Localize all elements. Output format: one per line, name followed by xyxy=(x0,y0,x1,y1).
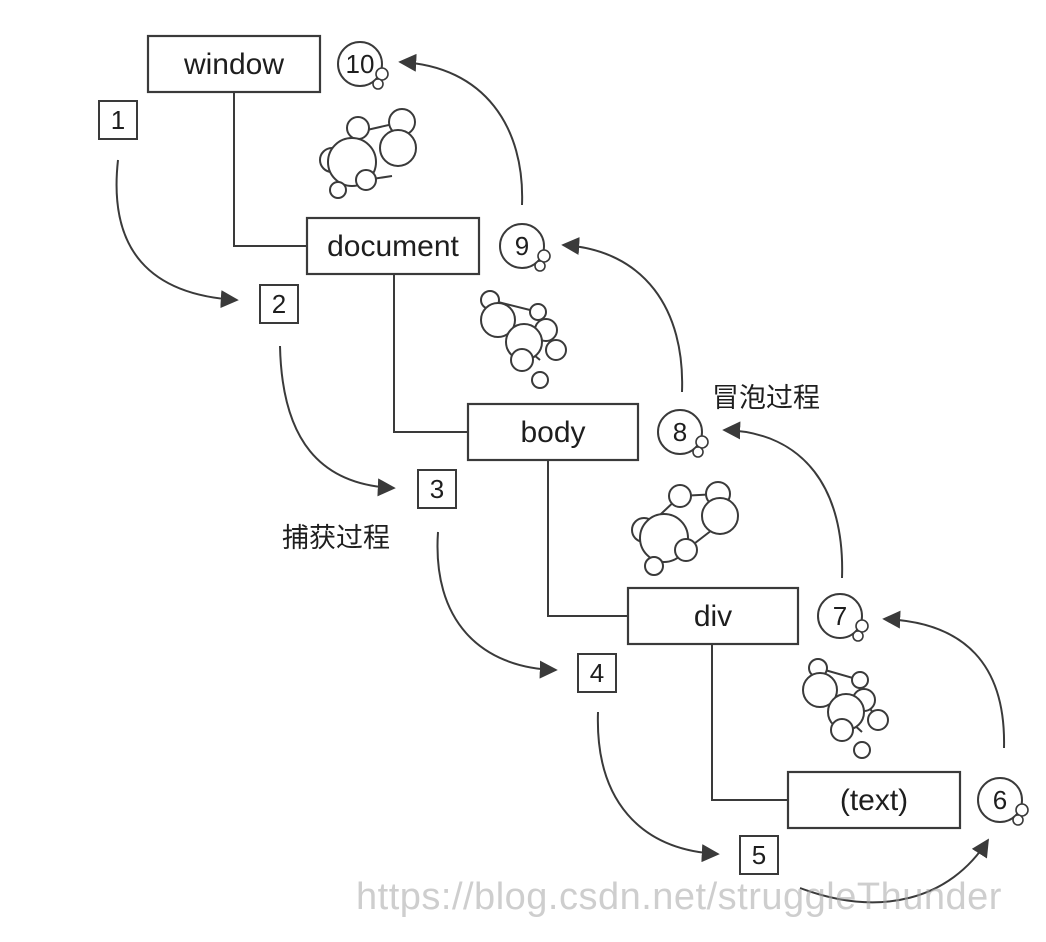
bubble-phase-label: 冒泡过程 xyxy=(712,383,820,414)
svg-text:8: 8 xyxy=(673,417,687,447)
capture-step-3: 3 xyxy=(417,469,457,509)
bubble-arrow-6-7 xyxy=(882,610,1006,749)
svg-text:1: 1 xyxy=(111,105,125,135)
bubble-cluster xyxy=(319,108,417,199)
svg-text:3: 3 xyxy=(430,474,444,504)
bubble-arrow-8-9 xyxy=(561,237,684,393)
bubble-arrow-7-8 xyxy=(722,421,844,579)
bubble-step-6: 6 xyxy=(977,777,1029,826)
bubble-step-7: 7 xyxy=(817,593,869,642)
bubble-cluster xyxy=(480,290,567,389)
watermark: https://blog.csdn.net/struggleThunder xyxy=(356,876,1002,918)
bubble-arrows xyxy=(398,53,1006,749)
node-document: document xyxy=(305,216,481,276)
svg-text:5: 5 xyxy=(752,840,766,870)
capture-step-5: 5 xyxy=(739,835,779,875)
svg-text:7: 7 xyxy=(833,601,847,631)
svg-text:2: 2 xyxy=(272,289,286,319)
svg-text:10: 10 xyxy=(346,49,375,79)
node-text: (text) xyxy=(786,770,962,830)
bubble-cluster xyxy=(631,481,739,576)
bubble-step-9: 9 xyxy=(499,223,551,272)
node-label: window xyxy=(183,48,284,81)
tree-line-document-body xyxy=(393,274,468,433)
node-label: body xyxy=(520,416,585,449)
node-label: document xyxy=(327,230,459,263)
capture-arrow-4-5 xyxy=(596,711,720,863)
bubble-cluster xyxy=(802,658,889,759)
tree-line-div-text xyxy=(711,644,788,801)
svg-text:4: 4 xyxy=(590,658,604,688)
capture-arrow-5-6 xyxy=(799,838,989,904)
tree-line-body-div xyxy=(547,460,628,617)
node-window: window xyxy=(146,34,322,94)
tree-line-window-document xyxy=(233,92,307,247)
bubble-step-8: 8 xyxy=(657,409,709,458)
capture-step-1: 1 xyxy=(98,100,138,140)
capture-step-4: 4 xyxy=(577,653,617,693)
capture-arrow-3-4 xyxy=(436,531,558,679)
bubble-step-10: 10 xyxy=(337,41,389,90)
capture-arrow-1-2 xyxy=(115,159,239,309)
capture-step-2: 2 xyxy=(259,284,299,324)
bubble-arrow-9-10 xyxy=(398,53,524,206)
tree-connectors xyxy=(233,92,788,801)
node-body: body xyxy=(466,402,640,462)
node-label: (text) xyxy=(840,784,908,817)
node-div: div xyxy=(626,586,800,646)
node-label: div xyxy=(694,600,732,633)
capture-arrow-2-3 xyxy=(279,345,396,497)
svg-text:9: 9 xyxy=(515,231,529,261)
capture-phase-label: 捕获过程 xyxy=(282,523,390,554)
svg-text:6: 6 xyxy=(993,785,1007,815)
capture-arrows xyxy=(115,159,989,904)
